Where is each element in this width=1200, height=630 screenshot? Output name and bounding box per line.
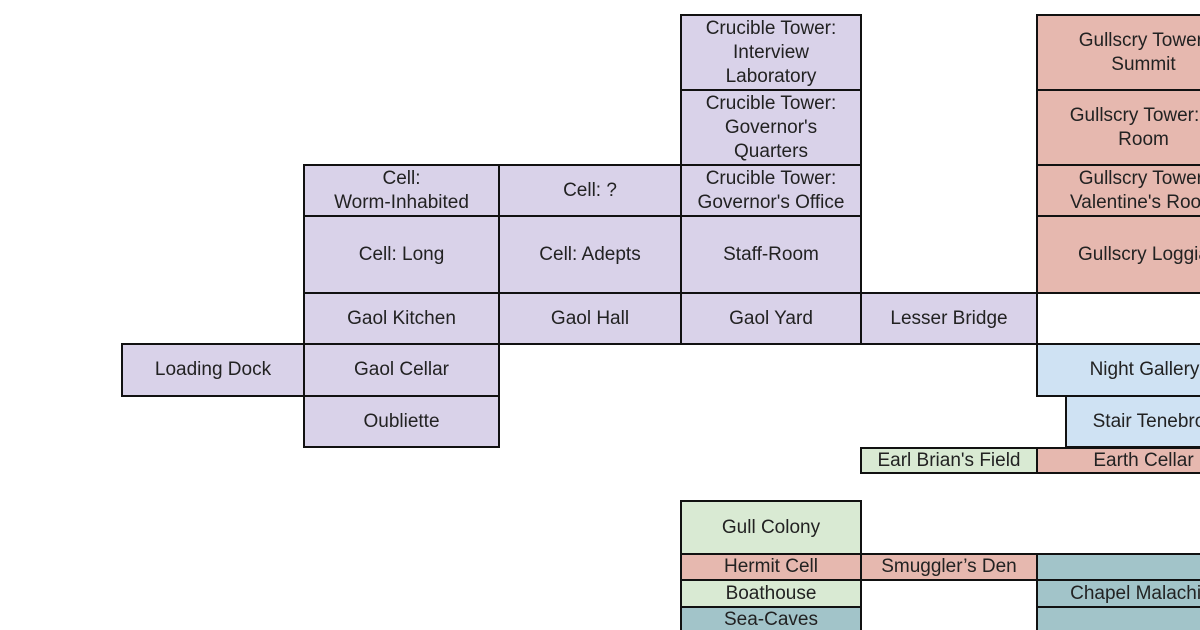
room-cell-adepts: Cell: Adepts [498,215,682,294]
room-loading-dock: Loading Dock [121,343,305,397]
room-earth-cellar: Earth Cellar [1036,447,1200,474]
room-gullscry-loggia: Gullscry Loggia [1036,215,1200,294]
room-smugglers-den: Smuggler’s Den [860,553,1038,581]
room-night-gallery: Night Gallery [1036,343,1200,397]
room-crucible-quarters: Crucible Tower: Governor's Quarters [680,89,862,166]
room-earl-brians-field: Earl Brian's Field [860,447,1038,474]
room-chapel-malachite: Chapel Malachite [1036,579,1200,608]
room-cell-unknown: Cell: ? [498,164,682,217]
room-gaol-cellar: Gaol Cellar [303,343,500,397]
room-hermit-cell: Hermit Cell [680,553,862,581]
room-cell-long: Cell: Long [303,215,500,294]
room-crucible-interview: Crucible Tower: Interview Laboratory [680,14,862,91]
room-boathouse: Boathouse [680,579,862,608]
room-sea-block-top [1036,553,1200,581]
room-gullscry-summit: Gullscry Tower: Summit [1036,14,1200,91]
room-gaol-hall: Gaol Hall [498,292,682,345]
room-sea-block-bottom [1036,606,1200,630]
room-gullscry-room: Gullscry Tower: B Room [1036,89,1200,166]
room-staff-room: Staff-Room [680,215,862,294]
room-gaol-yard: Gaol Yard [680,292,862,345]
room-gullscry-valentine: Gullscry Tower: Valentine's Room [1036,164,1200,217]
room-sea-caves: Sea-Caves [680,606,862,630]
room-lesser-bridge: Lesser Bridge [860,292,1038,345]
room-stair-tenebrous: Stair Tenebrous [1065,395,1200,448]
room-cell-worm: Cell: Worm-Inhabited [303,164,500,217]
room-oubliette: Oubliette [303,395,500,448]
room-crucible-office: Crucible Tower: Governor's Office [680,164,862,217]
room-gull-colony: Gull Colony [680,500,862,555]
room-gaol-kitchen: Gaol Kitchen [303,292,500,345]
